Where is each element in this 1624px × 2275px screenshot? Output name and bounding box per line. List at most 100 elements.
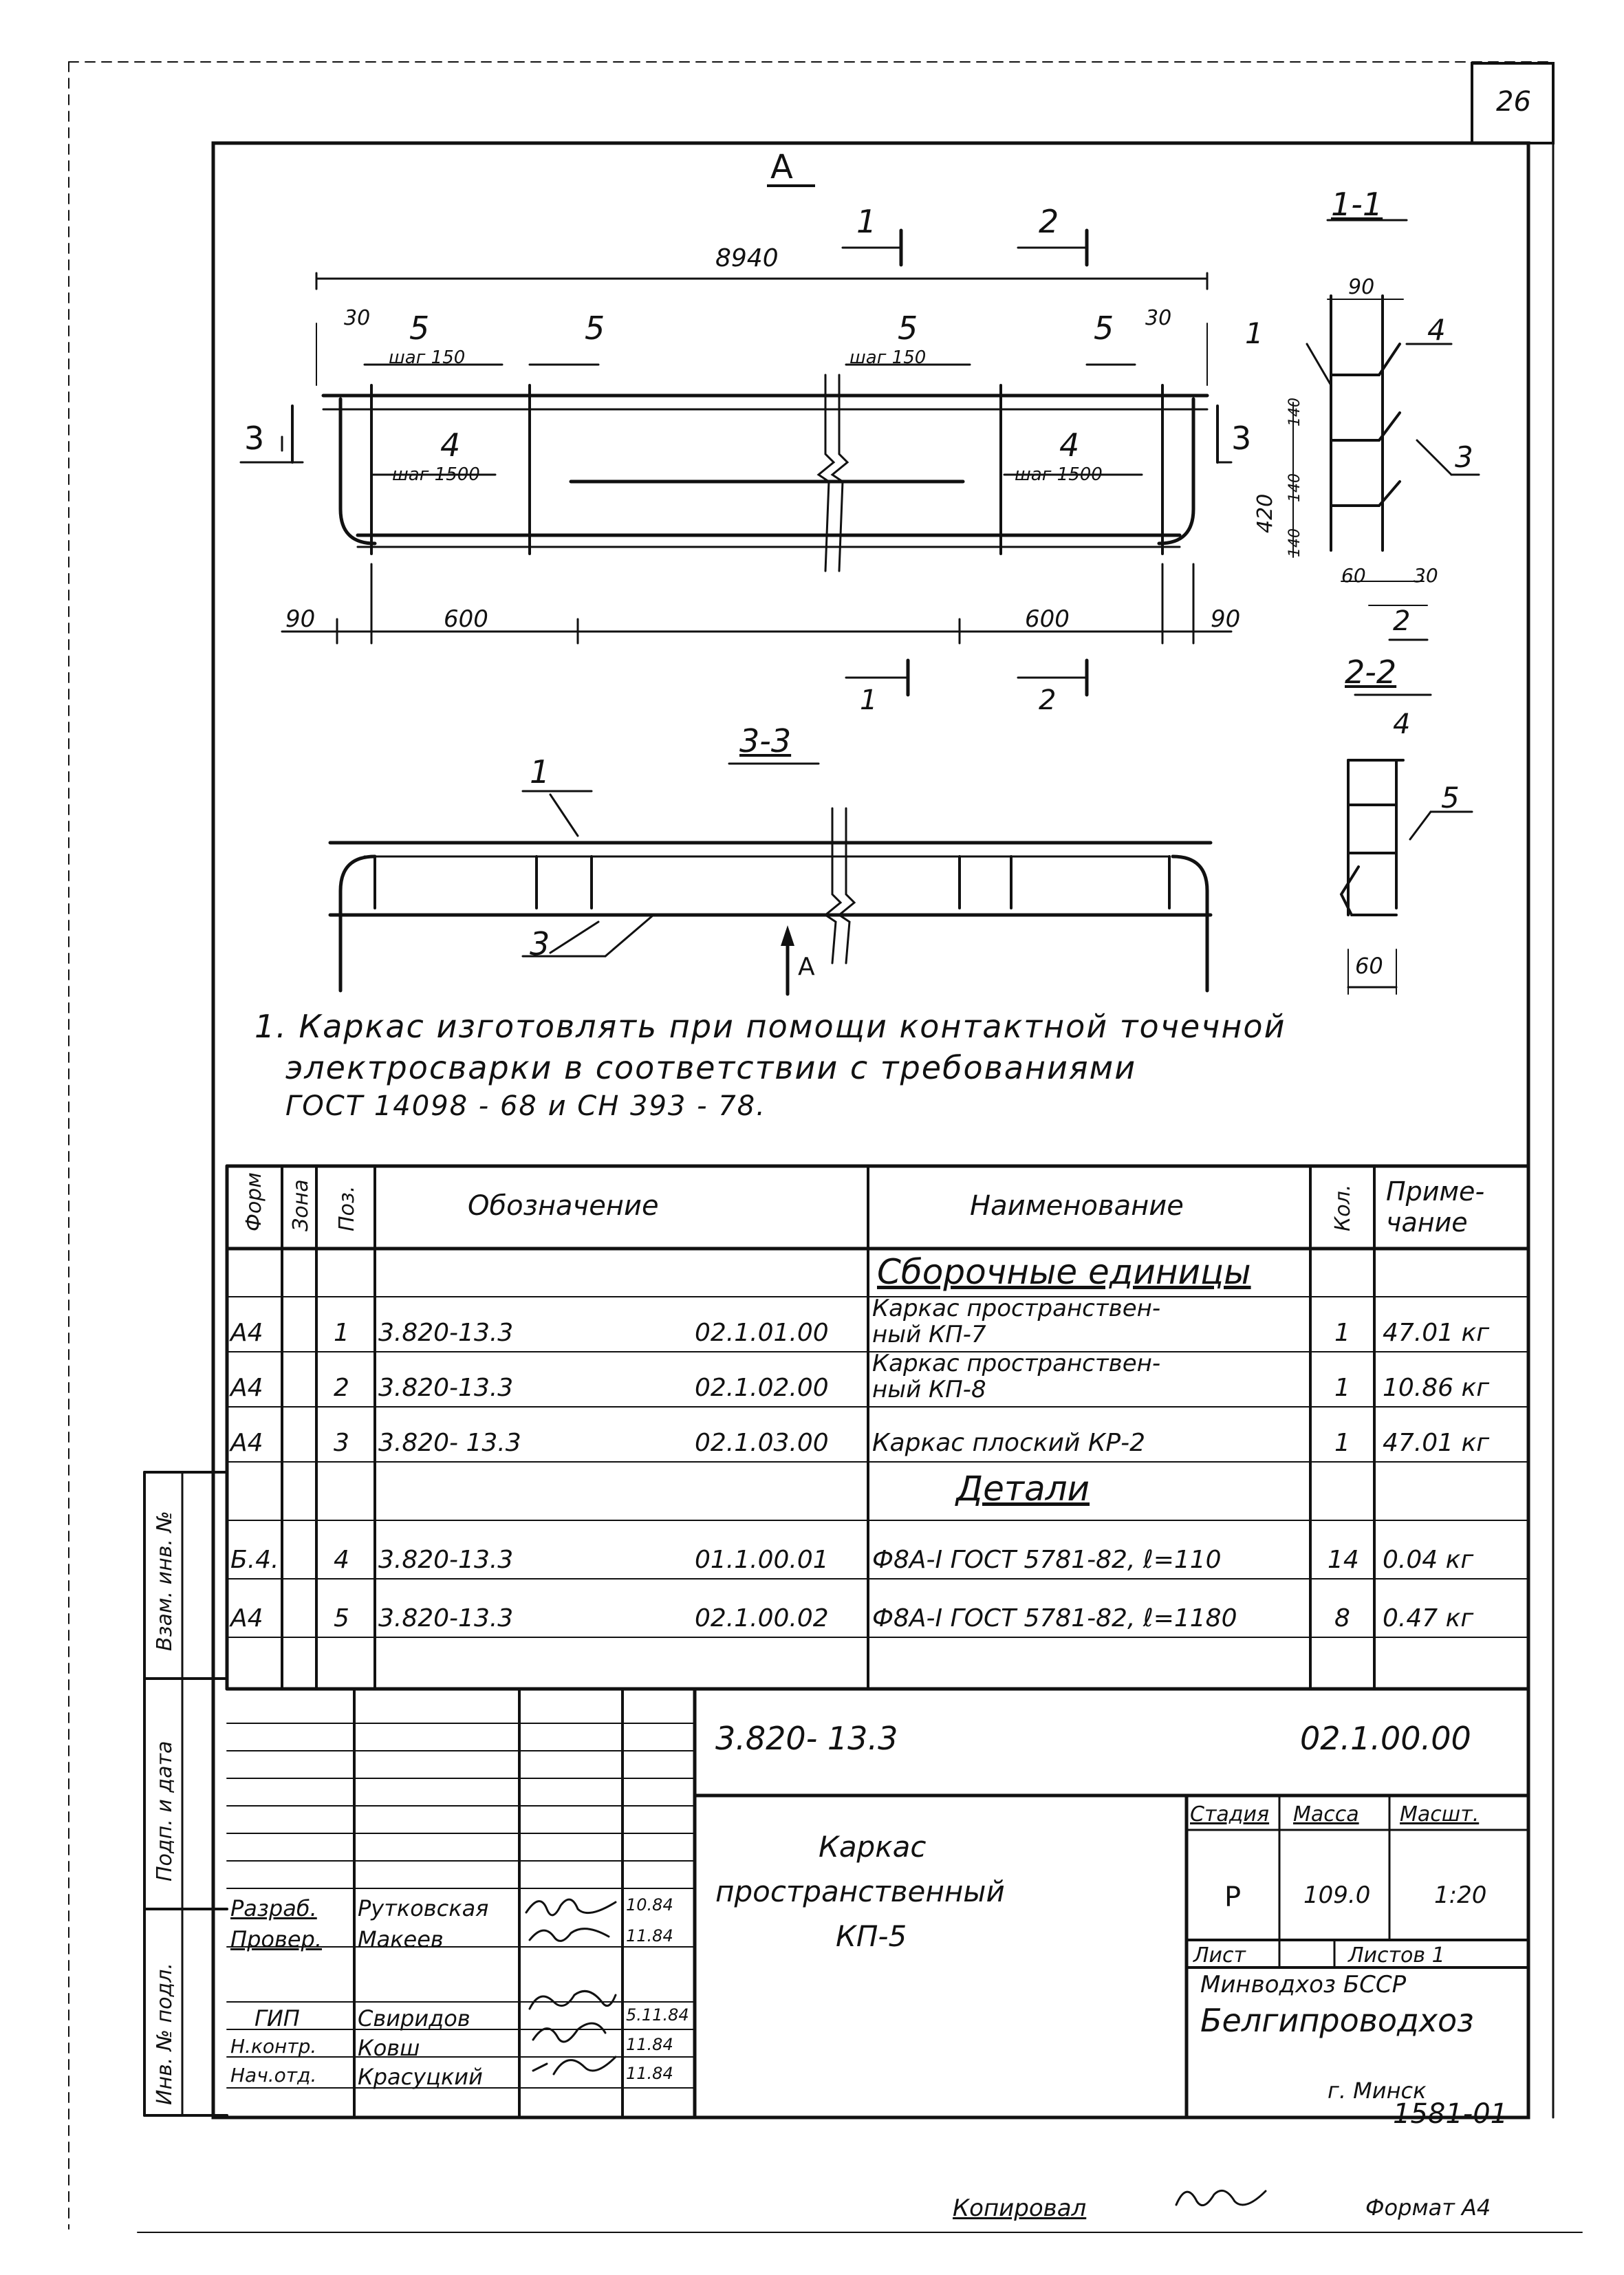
row-name: ный КП-8 [872, 1376, 986, 1403]
dim-600-right: 600 [1025, 605, 1070, 633]
step-1500-label: шаг 1500 [392, 464, 480, 485]
signatures-drawing [525, 1898, 617, 2075]
row-qty: 14 [1328, 1546, 1359, 1574]
row-format: А4 [230, 1374, 263, 1402]
cut-1-top: 1 [856, 203, 877, 240]
sheet-label: Лист [1193, 1943, 1246, 1967]
org-line-3: г. Минск [1328, 2078, 1427, 2104]
row-name: ный КП-7 [872, 1321, 986, 1348]
row-code: 02.1.03.00 [695, 1429, 829, 1457]
s11-dim-140: 140 [1286, 528, 1303, 557]
s11-dim-30: 30 [1414, 564, 1438, 587]
title-doc-code: 02.1.00.00 [1300, 1720, 1471, 1757]
sign-date: 5.11.84 [626, 2005, 689, 2025]
row-doc: 3.820-13.3 [378, 1319, 514, 1347]
row-code: 01.1.00.01 [695, 1546, 829, 1574]
s11-pos-3: 3 [1455, 440, 1473, 474]
person-name: Свиридов [358, 2005, 470, 2031]
title-line-3: КП-5 [836, 1919, 907, 1953]
s22-pos-4: 4 [1393, 709, 1411, 740]
row-pos: 1 [334, 1319, 349, 1347]
row-format: А4 [230, 1604, 263, 1632]
s33-pos-1: 1 [530, 753, 550, 790]
title-doc-main: 3.820- 13.3 [715, 1720, 898, 1757]
s11-dim-60: 60 [1341, 564, 1366, 587]
pos-5-label: 5 [409, 310, 430, 347]
dim-30-left: 30 [344, 306, 371, 330]
row-pos: 4 [334, 1546, 349, 1574]
section-3-3-title: 3-3 [739, 722, 792, 759]
copier-signature [1175, 2189, 1267, 2207]
mass-value: 109.0 [1303, 1882, 1371, 1909]
sheet-number: 26 [1496, 86, 1531, 118]
row-doc: 3.820- 13.3 [378, 1429, 521, 1457]
row-code: 02.1.02.00 [695, 1374, 829, 1402]
sign-date: 10.84 [626, 1895, 673, 1915]
sign-date: 11.84 [626, 2064, 673, 2083]
pos-5-label: 5 [585, 310, 605, 347]
col-header-note: Приме- [1386, 1176, 1485, 1207]
col-header-qty: Кол. [1331, 1184, 1355, 1231]
side-stamp-inv: Инв. № подл. [153, 1963, 177, 2105]
row-pos: 2 [334, 1374, 349, 1402]
row-note: 0.47 кг [1383, 1604, 1474, 1632]
dim-overall-length: 8940 [715, 244, 779, 272]
org-line-1: Минводхоз БССР [1200, 1971, 1407, 1998]
step-1500-label: шаг 1500 [1015, 464, 1103, 485]
cut-2-bottom: 2 [1039, 684, 1057, 716]
row-code: 02.1.00.02 [695, 1604, 829, 1632]
view-a-label: A [770, 148, 793, 186]
row-qty: 1 [1334, 1429, 1350, 1457]
cut-3-right: 3 [1231, 420, 1252, 457]
row-qty: 1 [1334, 1319, 1350, 1347]
person-name: Красуцкий [358, 2064, 483, 2090]
col-header-name: Наименование [970, 1190, 1184, 1222]
doc-number: 1581-01 [1393, 2098, 1508, 2130]
row-pos: 5 [334, 1604, 349, 1632]
role-label: ГИП [255, 2005, 300, 2031]
s22-dim-60: 60 [1355, 953, 1383, 979]
section-details: Детали [956, 1469, 1090, 1509]
pos-5-label: 5 [898, 310, 918, 347]
person-name: Ковш [358, 2035, 420, 2061]
s11-dim-420: 420 [1253, 493, 1277, 533]
dim-90-right: 90 [1211, 605, 1241, 633]
row-doc: 3.820-13.3 [378, 1546, 514, 1574]
dim-30-right: 30 [1145, 306, 1172, 330]
note-line-1: 1. Каркас изготовлять при помощи контакт… [255, 1008, 1286, 1045]
row-name: Каркас пространствен- [872, 1295, 1161, 1322]
role-label: Нач.отд. [230, 2064, 317, 2087]
role-label: Провер. [230, 1926, 322, 1952]
pos-5-label: 5 [1094, 310, 1114, 347]
section-assembly-units: Сборочные единицы [877, 1252, 1251, 1292]
cut-1-bottom: 1 [860, 684, 878, 716]
stage-value: Р [1224, 1882, 1242, 1913]
row-note: 47.01 кг [1383, 1319, 1490, 1347]
scale-value: 1:20 [1434, 1882, 1487, 1909]
s11-cut-2: 2 [1393, 605, 1411, 637]
row-note: 47.01 кг [1383, 1429, 1490, 1457]
stage-label: Стадия [1190, 1802, 1270, 1826]
row-format: Б.4. [230, 1546, 279, 1574]
col-header-format: Форм [242, 1172, 266, 1231]
row-note: 10.86 кг [1383, 1374, 1490, 1402]
copied-by-label: Копировал [953, 2195, 1087, 2222]
section-1-1-title: 1-1 [1331, 186, 1383, 223]
row-doc: 3.820-13.3 [378, 1604, 514, 1632]
row-qty: 1 [1334, 1374, 1350, 1402]
pos-4-label: 4 [1059, 427, 1080, 464]
s22-pos-5: 5 [1441, 781, 1460, 815]
title-line-1: Каркас [819, 1830, 927, 1864]
section-2-2-title: 2-2 [1345, 654, 1397, 691]
s11-dim-140: 140 [1286, 473, 1303, 502]
row-format: А4 [230, 1429, 263, 1457]
row-name: Ф8А-I ГОСТ 5781-82, ℓ=1180 [872, 1604, 1237, 1632]
role-label: Разраб. [230, 1895, 317, 1921]
side-stamp-podp: Подп. и дата [153, 1740, 177, 1882]
side-stamp-vzam: Взам. инв. № [153, 1511, 177, 1651]
col-header-note: чание [1386, 1207, 1468, 1238]
scale-label: Масшт. [1400, 1802, 1480, 1826]
s11-pos-1: 1 [1245, 316, 1264, 350]
step-150-label: шаг 150 [389, 347, 466, 368]
